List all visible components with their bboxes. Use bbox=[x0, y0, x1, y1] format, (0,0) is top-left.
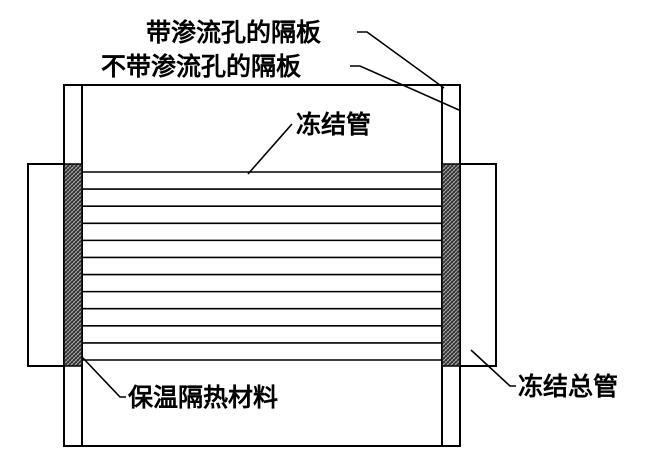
leader-freezing-pipe bbox=[247, 123, 293, 175]
label-freezing-main-pipe: 冻结总管 bbox=[518, 372, 618, 401]
leader-insulation bbox=[81, 356, 126, 398]
label-freezing-pipe: 冻结管 bbox=[296, 110, 371, 139]
leader-baffle-with-holes bbox=[357, 31, 445, 89]
right-insulation bbox=[441, 163, 461, 367]
leader-baffle-without-holes bbox=[350, 65, 460, 111]
left-manifold-box bbox=[27, 163, 65, 367]
label-insulation: 保温隔热材料 bbox=[127, 383, 278, 412]
left-insulation bbox=[63, 163, 83, 367]
leader-freezing-main-pipe bbox=[470, 349, 516, 387]
freezing-pipes bbox=[82, 171, 442, 361]
label-baffle-without-holes: 不带渗流孔的隔板 bbox=[101, 52, 301, 81]
label-baffle-with-holes: 带渗流孔的隔板 bbox=[146, 18, 321, 47]
right-manifold-box bbox=[459, 163, 497, 367]
